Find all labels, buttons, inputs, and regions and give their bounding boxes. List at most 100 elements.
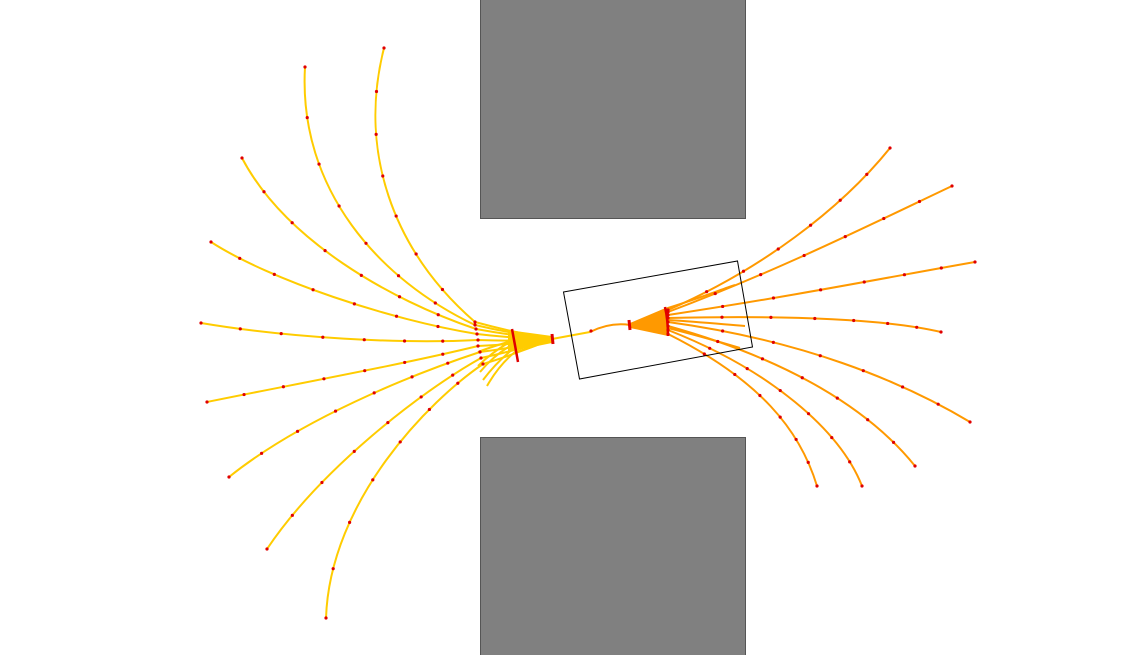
waypoint-dot — [702, 352, 706, 356]
waypoint-dot — [386, 420, 390, 425]
waypoint-dot — [324, 616, 328, 620]
waypoint-dot — [396, 274, 401, 278]
waypoint-dot — [205, 400, 209, 404]
waypoint-dot — [242, 392, 246, 397]
waypoint-dot — [769, 315, 773, 319]
waypoint-dot — [852, 318, 856, 323]
waypoint-dot — [372, 391, 376, 395]
waypoint-dot — [290, 513, 294, 517]
waypoint-dot — [481, 362, 485, 366]
waypoint-dot — [371, 478, 375, 482]
waypoint-dot — [809, 223, 813, 227]
waypoint-dot — [374, 89, 379, 94]
waypoint-dot — [352, 449, 356, 453]
waypoint-dot — [716, 339, 720, 344]
waypoint-dot — [776, 247, 780, 251]
waypoint-dot — [238, 327, 242, 331]
obstacle-bottom — [480, 437, 746, 655]
waypoint-dot — [441, 352, 445, 356]
waypoint-dot — [427, 407, 431, 412]
waypoint-dot — [866, 418, 870, 422]
right-tree-branch — [629, 261, 976, 326]
waypoint-dot — [771, 296, 776, 300]
right-tree-funnel — [630, 307, 668, 336]
waypoint-dot — [819, 288, 823, 292]
obstacle-top — [480, 0, 746, 219]
waypoint-dot — [436, 324, 440, 329]
waypoint-dot — [478, 350, 482, 354]
waypoint-dot — [891, 440, 896, 444]
waypoint-dot — [240, 156, 244, 160]
waypoint-dot — [323, 248, 327, 253]
waypoint-dot — [337, 204, 341, 208]
left-tree-funnel — [508, 330, 552, 352]
waypoint-dot — [321, 335, 325, 339]
waypoint-dot — [473, 323, 477, 327]
waypoint-dot — [760, 357, 765, 361]
waypoint-dot — [705, 290, 709, 294]
waypoint-dot — [476, 338, 480, 342]
waypoint-dot — [305, 116, 309, 120]
robot-footprint-box — [562, 260, 754, 380]
waypoint-dot — [209, 240, 213, 244]
waypoint-dot — [733, 372, 737, 377]
waypoint-dot — [708, 346, 712, 350]
waypoint-dot — [259, 451, 264, 455]
waypoint-dot — [440, 287, 445, 292]
waypoint-dot — [901, 385, 905, 389]
waypoint-dot — [771, 340, 775, 344]
waypoint-dot — [446, 361, 450, 365]
left-hub-marker — [550, 333, 555, 345]
waypoint-dot — [303, 65, 307, 69]
waypoint-dot — [778, 388, 782, 393]
waypoint-dot — [806, 460, 810, 464]
waypoint-dot — [720, 315, 724, 319]
waypoint-dot — [800, 376, 804, 380]
waypoint-dot — [475, 332, 479, 336]
waypoint-dot — [939, 266, 943, 270]
waypoint-dot — [778, 415, 782, 419]
left-tree-frontier — [510, 328, 520, 363]
waypoint-dot — [479, 356, 483, 360]
waypoint-dot — [794, 437, 798, 442]
waypoint-dot — [950, 184, 954, 188]
waypoint-dot — [476, 344, 480, 348]
waypoint-dot — [815, 484, 819, 488]
waypoint-dot — [843, 235, 847, 239]
waypoint-dot — [830, 435, 834, 440]
waypoint-dot — [882, 216, 886, 221]
waypoint-dot — [362, 338, 366, 342]
waypoint-dot — [348, 520, 352, 524]
waypoint-dot — [917, 199, 922, 204]
waypoint-dot — [473, 320, 477, 324]
waypoint-dot — [441, 339, 445, 343]
waypoint-dot — [295, 429, 300, 433]
waypoint-dot — [398, 440, 402, 444]
waypoint-dot — [802, 253, 806, 258]
waypoint-dot — [913, 464, 917, 468]
waypoint-dot — [265, 547, 269, 551]
waypoint-dot — [915, 325, 919, 329]
waypoint-dot — [397, 295, 402, 299]
waypoint-dot — [199, 321, 203, 325]
waypoint-dot — [939, 330, 943, 334]
waypoint-dot — [806, 412, 811, 416]
waypoint-dot — [848, 460, 852, 464]
waypoint-dot — [813, 316, 817, 321]
waypoint-dot — [436, 313, 440, 317]
waypoint-dot — [394, 214, 398, 218]
connector-segment — [589, 323, 631, 333]
waypoint-dot — [272, 272, 276, 277]
waypoint-dot — [281, 385, 285, 389]
right-tree-frontier — [663, 306, 670, 337]
waypoint-dot — [317, 162, 321, 166]
waypoint-dot — [862, 280, 866, 284]
waypoint-markers — [199, 46, 977, 620]
waypoint-dot — [902, 273, 907, 277]
waypoint-dot — [759, 273, 763, 277]
obstacles — [480, 0, 746, 655]
waypoint-dot — [968, 420, 972, 424]
waypoint-dot — [721, 329, 725, 333]
waypoint-dot — [886, 321, 890, 326]
